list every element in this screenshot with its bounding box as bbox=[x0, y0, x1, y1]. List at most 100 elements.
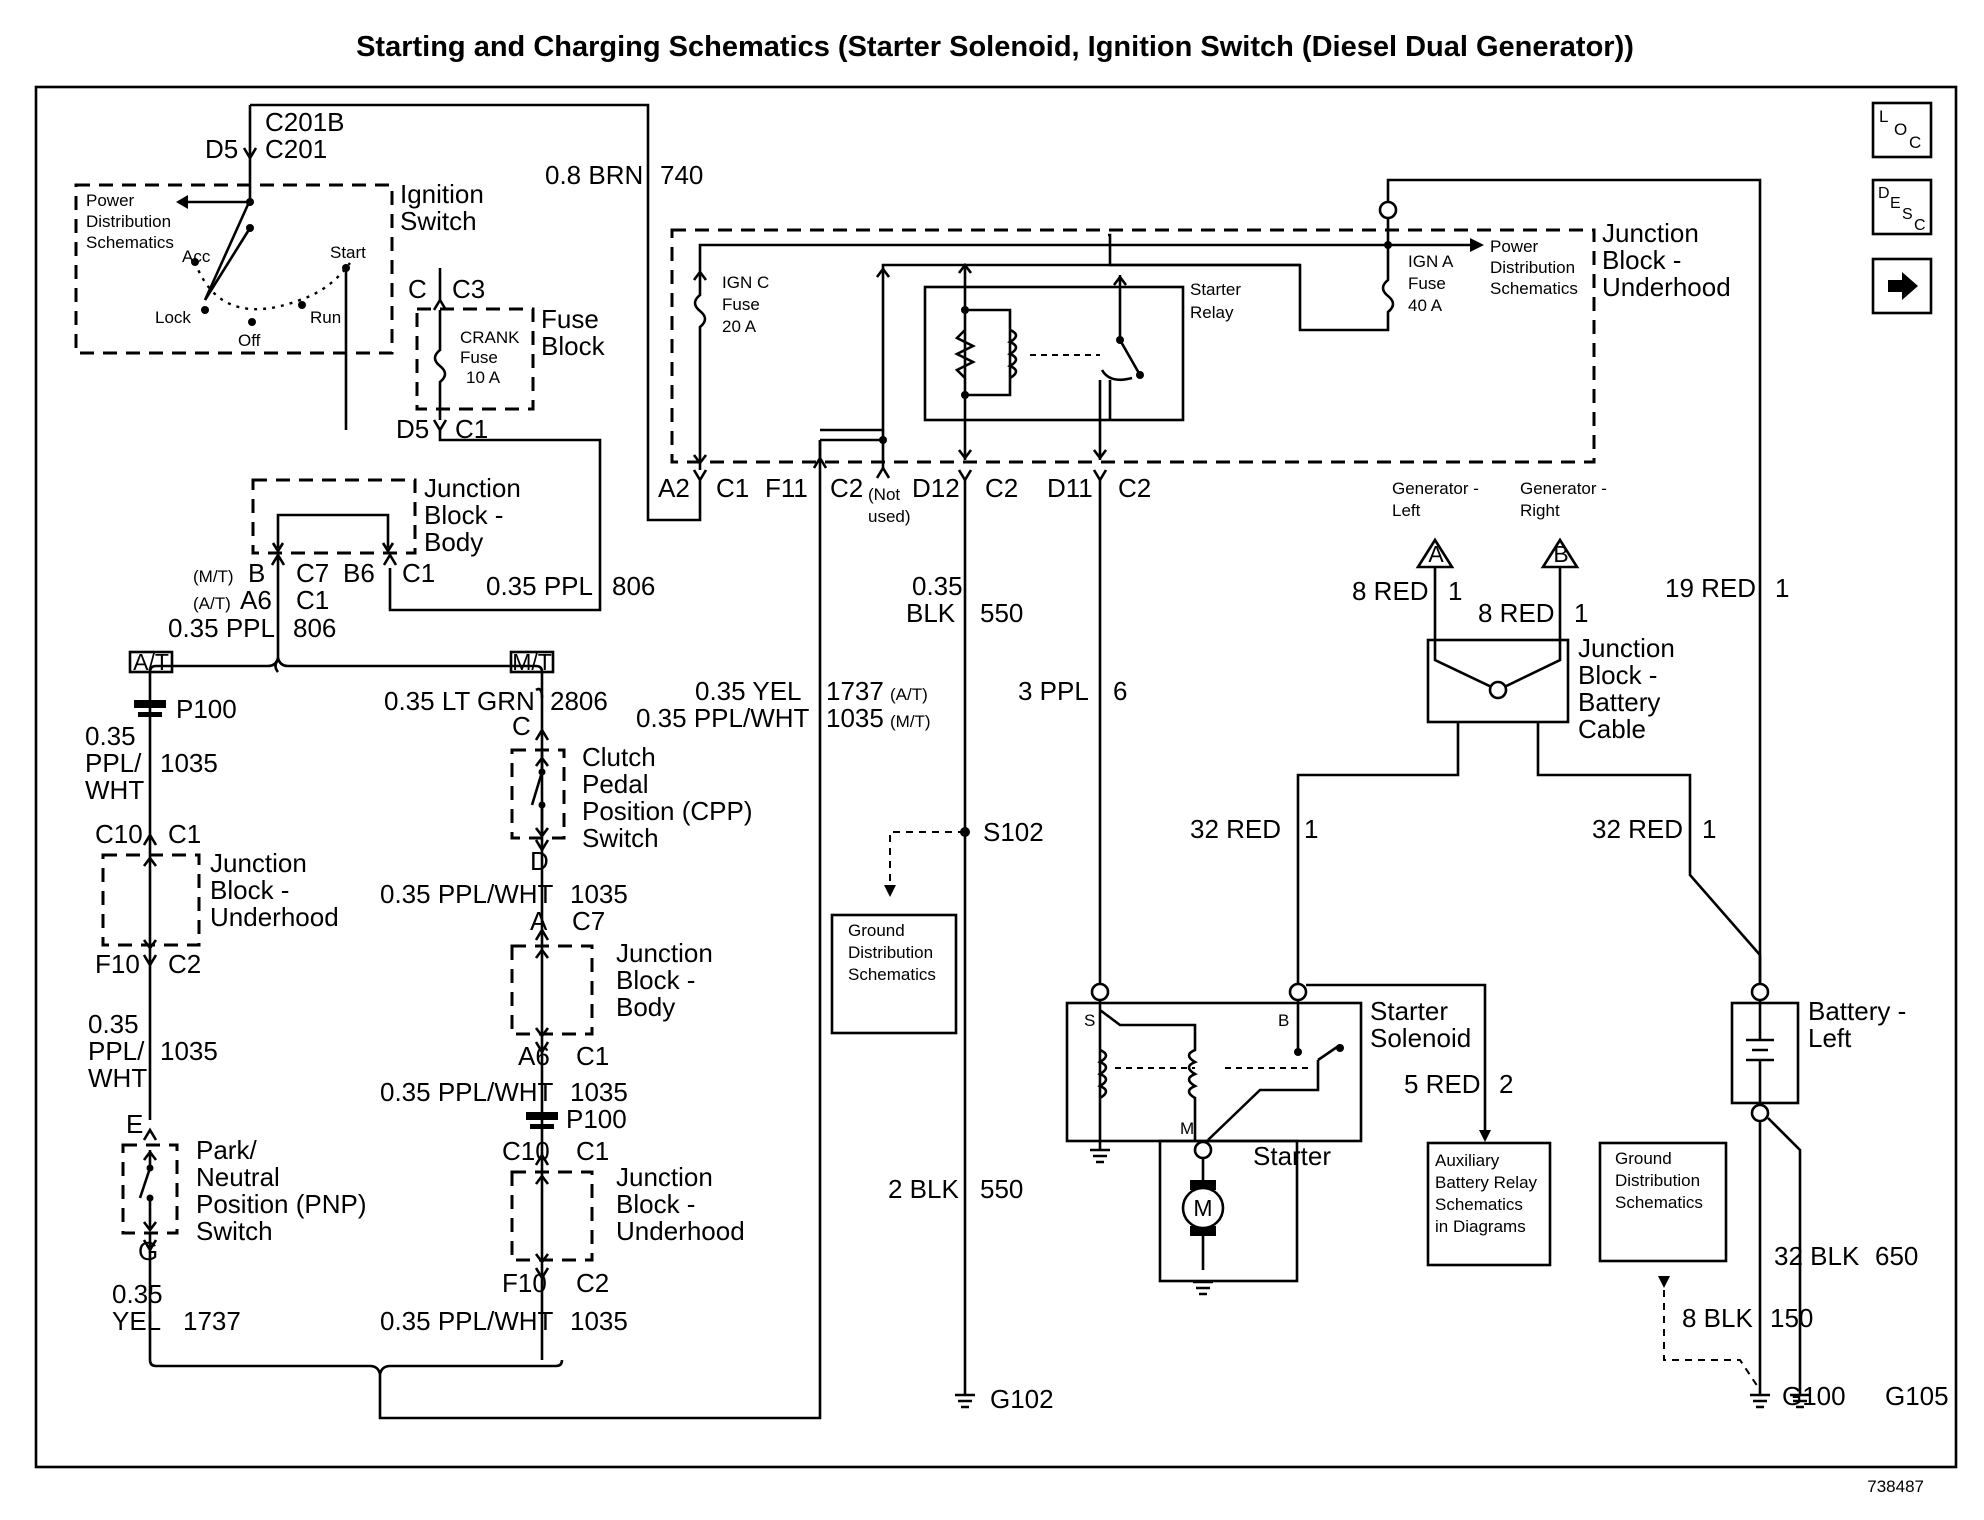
jb-battery-cable-box bbox=[1426, 638, 1570, 724]
svg-text:S: S bbox=[1902, 206, 1913, 223]
lb-c2: C2 bbox=[168, 949, 201, 979]
aux-box-4: in Diagrams bbox=[1435, 1217, 1526, 1236]
jb-body-conn-c1b: C1 bbox=[402, 558, 435, 588]
mb-jb-under-label-2: Block - bbox=[616, 1189, 695, 1219]
jb-body-top-box bbox=[251, 478, 417, 555]
svg-text:L: L bbox=[1879, 107, 1888, 126]
jbu-power-dist-2: Distribution bbox=[1490, 258, 1575, 277]
starter-relay-label-2: Relay bbox=[1190, 303, 1234, 322]
lb-c1: C1 bbox=[168, 819, 201, 849]
solenoid-m: M bbox=[1180, 1119, 1194, 1138]
mb-jb-under-label-3: Underhood bbox=[616, 1216, 745, 1246]
fuse-block-box bbox=[415, 307, 535, 411]
gnd-box-mid-2: Distribution bbox=[848, 943, 933, 962]
gr-circuit1: 650 bbox=[1875, 1241, 1918, 1271]
lb-circuit1: 1035 bbox=[160, 748, 218, 778]
loc-button[interactable]: L O C bbox=[1871, 101, 1933, 159]
lb-f10: F10 bbox=[95, 949, 140, 979]
aux-box-1: Auxiliary bbox=[1435, 1151, 1500, 1170]
gen-left-label: Generator - bbox=[1392, 479, 1479, 498]
solenoid-s: S bbox=[1084, 1011, 1095, 1030]
red19-circuit: 1 bbox=[1775, 573, 1789, 603]
gen-left-label-2: Left bbox=[1392, 501, 1421, 520]
pnp-label-2: Neutral bbox=[196, 1162, 280, 1192]
ign-conn-c201: C201 bbox=[265, 134, 327, 164]
ign-c-fuse: IGN C bbox=[722, 273, 769, 292]
lb-circuit3: 1737 bbox=[183, 1306, 241, 1336]
f11-circuit-ppl: 1035 bbox=[826, 703, 884, 733]
solenoid-label-2: Solenoid bbox=[1370, 1023, 1471, 1053]
mb-circuit3: 1035 bbox=[570, 1077, 628, 1107]
aux-relay-box bbox=[1426, 1141, 1552, 1267]
svg-text:O: O bbox=[1894, 120, 1907, 139]
conn-f11-c2: C2 bbox=[830, 473, 863, 503]
mb-circuit2: 1035 bbox=[570, 879, 628, 909]
battery-label: Battery - bbox=[1808, 996, 1906, 1026]
mb-jb-body-label-3: Body bbox=[616, 992, 675, 1022]
mb-circuit1: 2806 bbox=[550, 686, 608, 716]
fuse-block-label: Fuse bbox=[541, 304, 599, 334]
pnp-label: Park/ bbox=[196, 1135, 257, 1165]
lb-jb-label-2: Block - bbox=[210, 875, 289, 905]
pin-a2: A2 bbox=[658, 473, 690, 503]
aux-circuit: 2 bbox=[1499, 1069, 1513, 1099]
motor-label: M bbox=[1193, 1195, 1212, 1221]
starter-relay-label: Starter bbox=[1190, 280, 1241, 299]
lb-pin-g: G bbox=[138, 1236, 158, 1266]
p100-mid: P100 bbox=[566, 1104, 627, 1134]
mb-wire2: 0.35 PPL/WHT bbox=[380, 879, 554, 909]
cpp-switch-box bbox=[510, 748, 566, 840]
cpp-label-4: Switch bbox=[582, 823, 659, 853]
not-used-2: used) bbox=[868, 507, 911, 526]
f11-wire-ppl: 0.35 PPL/WHT bbox=[636, 703, 810, 733]
lb-wire2-c: WHT bbox=[88, 1063, 147, 1093]
ppl-wire-gauge: 3 PPL bbox=[1018, 676, 1089, 706]
gnd-box-right-2: Distribution bbox=[1615, 1171, 1700, 1190]
ign-power-dist-3: Schematics bbox=[86, 233, 174, 252]
svg-text:C: C bbox=[1914, 217, 1926, 234]
svg-text:D: D bbox=[1878, 185, 1890, 202]
lb-wire2-a: 0.35 bbox=[88, 1009, 139, 1039]
conn-d11-c2: C2 bbox=[1118, 473, 1151, 503]
at-note: (A/T) bbox=[193, 594, 231, 613]
jbbc-label: Junction bbox=[1578, 633, 1675, 663]
mb-pin-c: C bbox=[512, 711, 531, 741]
mb-jb-body-box bbox=[510, 944, 594, 1036]
ground-g105-icon bbox=[1790, 1393, 1810, 1409]
mb-conn-c1: C1 bbox=[576, 1041, 609, 1071]
lb-jb-label-3: Underhood bbox=[210, 902, 339, 932]
gen-a: A bbox=[1428, 541, 1444, 567]
red32-right-circuit: 1 bbox=[1702, 814, 1716, 844]
ign-a-fuse-3: 40 A bbox=[1408, 296, 1443, 315]
next-arrow-button[interactable] bbox=[1871, 257, 1933, 315]
starter-relay-box bbox=[923, 285, 1185, 422]
jb-body-top-label-3: Body bbox=[424, 527, 483, 557]
ign-pin-d5: D5 bbox=[205, 134, 238, 164]
mb-pin-d: D bbox=[530, 846, 549, 876]
red32-left-gauge: 32 RED bbox=[1190, 814, 1281, 844]
ign-power-dist-2: Distribution bbox=[86, 212, 171, 231]
lb-wire3-b: YEL bbox=[112, 1306, 161, 1336]
f11-ppl-note: (M/T) bbox=[890, 712, 931, 731]
mb-wire1: 0.35 LT GRN bbox=[384, 686, 535, 716]
desc-button[interactable]: D E S C bbox=[1871, 178, 1933, 236]
gen-left-wire: 8 RED bbox=[1352, 576, 1429, 606]
ign-a-fuse-2: Fuse bbox=[1408, 274, 1446, 293]
fuse-pin-d5: D5 bbox=[396, 414, 429, 444]
gen-right-label-2: Right bbox=[1520, 501, 1560, 520]
jb-body-conn-c7: C7 bbox=[296, 558, 329, 588]
lb-wire1-a: 0.35 bbox=[85, 721, 136, 751]
blk-wire-circuit: 550 bbox=[980, 598, 1023, 628]
jbu-label-2: Block - bbox=[1602, 245, 1681, 275]
ground-g102-icon bbox=[955, 1393, 975, 1409]
crank-fuse-label-2: Fuse bbox=[460, 348, 498, 367]
ignition-switch-box bbox=[74, 183, 394, 355]
gnd-box-right-1: Ground bbox=[1615, 1149, 1672, 1168]
ground-g102: G102 bbox=[990, 1384, 1054, 1414]
mb-jb-under-label: Junction bbox=[616, 1162, 713, 1192]
mb-jb-body-label-2: Block - bbox=[616, 965, 695, 995]
pnp-label-4: Switch bbox=[196, 1216, 273, 1246]
lb-pin-e: E bbox=[126, 1109, 143, 1139]
blk-wire-gauge-b: BLK bbox=[906, 598, 956, 628]
